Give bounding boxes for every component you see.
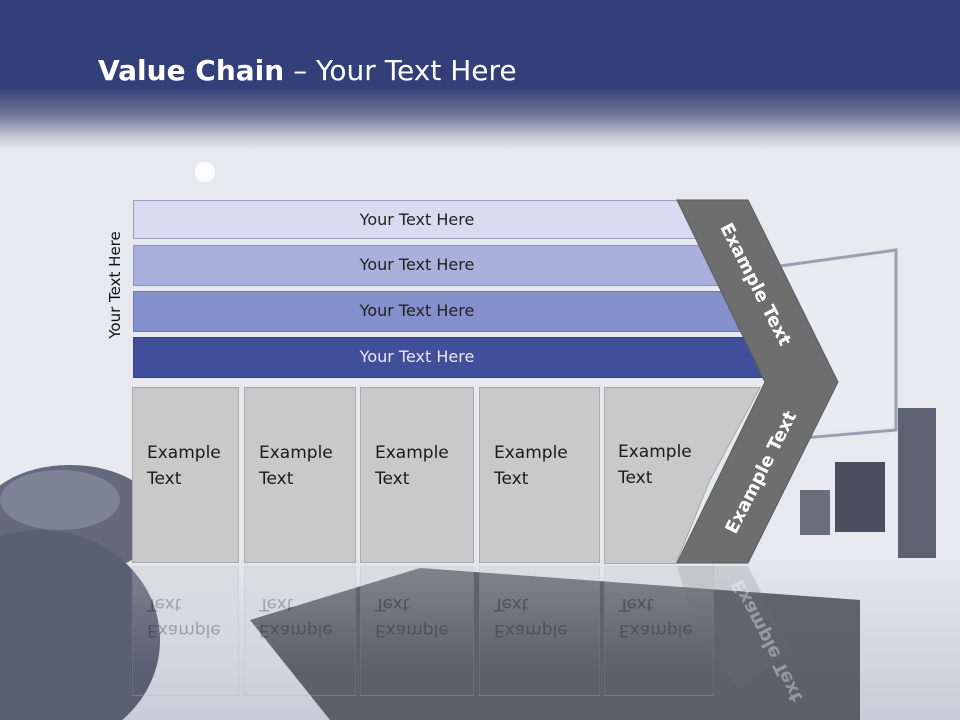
box-2-line1: Example	[259, 443, 333, 463]
box-4-line1: Example	[494, 443, 568, 463]
band-4: Your Text Here	[133, 337, 773, 378]
box-1-line1: Example	[147, 443, 221, 463]
band-1-label: Your Text Here	[359, 210, 475, 229]
band-3: Your Text Here	[133, 291, 773, 332]
page-title: Value Chain – Your Text Here	[98, 54, 517, 87]
header-bar	[0, 0, 960, 150]
band-4-label: Your Text Here	[359, 347, 475, 366]
band-2-shape	[133, 245, 733, 286]
band-3-label: Your Text Here	[359, 301, 475, 320]
title-rest: – Your Text Here	[284, 54, 517, 87]
box-4-line2: Text	[494, 469, 529, 489]
box-5-line1: Example	[618, 442, 692, 462]
box-5-line2: Text	[618, 468, 653, 488]
box-3-line2: Text	[375, 469, 410, 489]
box-1-line2: Text	[147, 469, 182, 489]
title-bold: Value Chain	[98, 54, 285, 87]
box-3-line1: Example	[375, 443, 449, 463]
band-2-label: Your Text Here	[359, 255, 475, 274]
band-2: Your Text Here	[133, 245, 773, 286]
box-2-line2: Text	[259, 469, 294, 489]
band-1: Your Text Here	[133, 200, 773, 239]
